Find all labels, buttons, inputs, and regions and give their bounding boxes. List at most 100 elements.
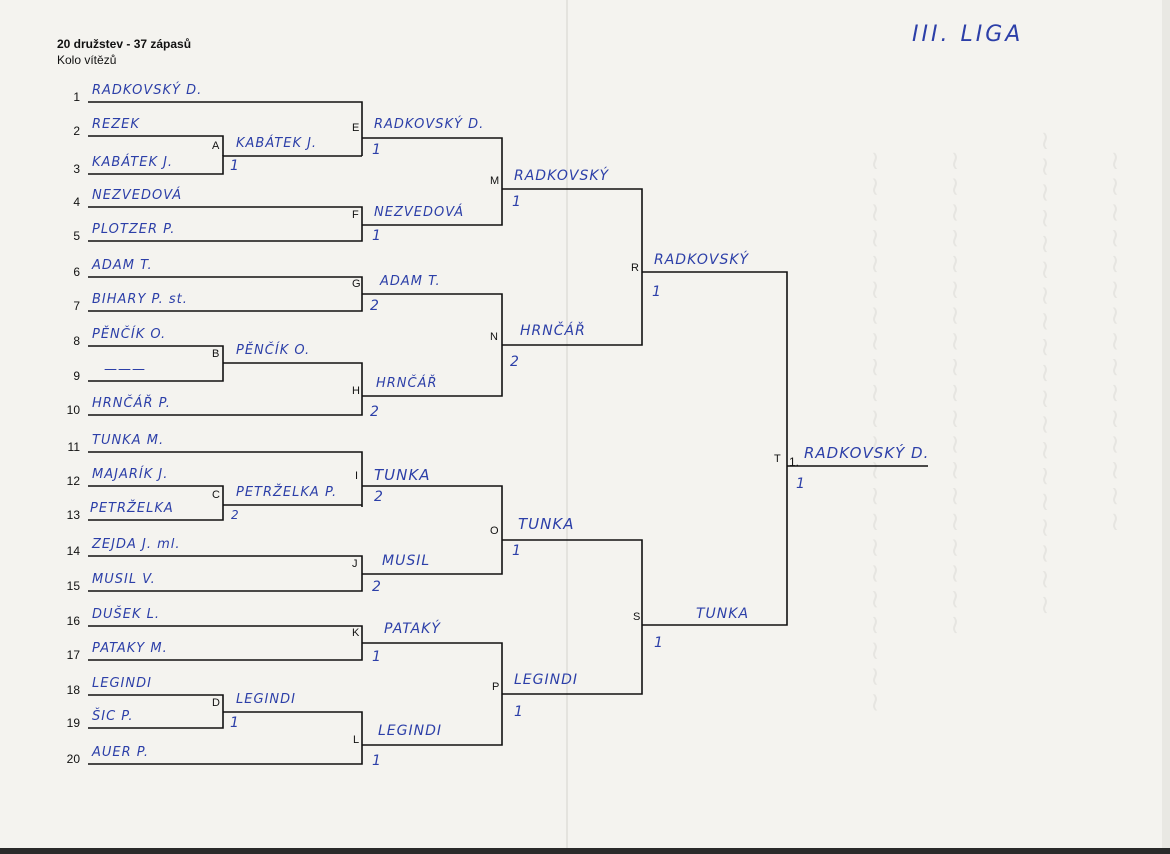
entrant-name: PĚNČÍK O. <box>92 327 167 342</box>
match-label: L <box>353 734 360 746</box>
match-winner: LEGINDI <box>378 723 443 739</box>
bracket-line <box>88 101 363 138</box>
match-label: E <box>352 122 360 134</box>
match-label: O <box>490 525 499 537</box>
entrant-name: RADKOVSKÝ D. <box>92 83 203 98</box>
entrant-name: PLOTZER P. <box>92 222 176 237</box>
match-label: G <box>352 278 361 290</box>
match-label: I <box>355 470 359 482</box>
match-label: F <box>352 209 359 221</box>
bracket-line <box>362 137 503 226</box>
match-score: 1 <box>230 158 239 174</box>
seed-number: 14 <box>66 544 80 558</box>
match-score: 2 <box>231 508 239 522</box>
match-label: T <box>774 453 781 465</box>
seed-number: 8 <box>73 334 80 348</box>
bracket-line <box>88 711 363 765</box>
entrant-name: REZEK <box>92 117 140 132</box>
match-winner: HRNČÁŘ <box>520 323 586 339</box>
match-winner: PĚNČÍK O. <box>236 343 311 358</box>
match-label: S <box>633 611 641 623</box>
match-winner: PETRŽELKA P. <box>236 485 338 500</box>
bracket-line <box>502 188 643 346</box>
entrant-name: ŠIC P. <box>92 709 134 724</box>
bracket-title: 20 družstev - 37 zápasů <box>57 37 192 51</box>
seed-number: 15 <box>66 579 80 593</box>
bracket-line <box>642 271 788 626</box>
match-winner: HRNČÁŘ <box>376 376 438 391</box>
bracket-line <box>362 485 503 575</box>
match-label: H <box>352 385 360 397</box>
seed-number: 2 <box>73 124 80 138</box>
match-score: 1 <box>796 476 805 492</box>
entrant-name: TUNKA M. <box>92 433 165 448</box>
match-label: B <box>212 348 220 360</box>
match-winner: RADKOVSKÝ D. <box>804 444 930 462</box>
entrant-name: NEZVEDOVÁ <box>92 188 183 203</box>
seed-number: 4 <box>73 195 80 209</box>
seed-number: 1 <box>73 90 80 104</box>
league-label: III. LIGA <box>912 22 1024 47</box>
seed-number: 6 <box>73 265 80 279</box>
match-winner: PATAKÝ <box>384 621 441 637</box>
match-label: R <box>631 262 639 274</box>
match-winner: MUSIL <box>382 553 431 569</box>
match-score: 2 <box>374 489 383 505</box>
paper-edge <box>1162 0 1170 854</box>
paper-fold <box>566 0 568 854</box>
seed-number: 16 <box>66 614 80 628</box>
bracket-line <box>88 135 224 156</box>
match-label: A <box>212 140 220 152</box>
bracket-subtitle: Kolo vítězů <box>57 53 117 67</box>
entrant-name: DUŠEK L. <box>92 607 161 622</box>
seed-number: 10 <box>66 403 80 417</box>
final-place: 1. <box>789 455 800 469</box>
bracket-line <box>88 206 363 242</box>
entrant-name: ZEJDA J. ml. <box>92 537 181 552</box>
match-score: 1 <box>372 228 381 244</box>
match-winner: LEGINDI <box>514 672 579 688</box>
seed-number: 9 <box>73 369 80 383</box>
entrant-name: ——— <box>104 362 146 377</box>
entrant-name: LEGINDI <box>92 676 152 691</box>
bracket-line <box>88 155 362 175</box>
match-winner: RADKOVSKÝ <box>654 252 750 268</box>
match-label: J <box>352 558 358 570</box>
seed-number: 11 <box>67 440 80 454</box>
seed-number: 20 <box>66 752 80 766</box>
match-score: 1 <box>372 142 381 158</box>
match-winner: TUNKA <box>518 515 575 533</box>
seed-number: 17 <box>66 648 80 662</box>
match-winner: LEGINDI <box>236 692 296 707</box>
match-score: 2 <box>370 404 379 420</box>
match-score: 1 <box>230 715 239 731</box>
match-score: 2 <box>370 298 379 314</box>
match-winner: RADKOVSKÝ <box>514 168 610 184</box>
seed-number: 19 <box>66 716 80 730</box>
match-label: K <box>352 627 360 639</box>
entrant-name: MAJARÍK J. <box>92 467 169 482</box>
match-winner: NEZVEDOVÁ <box>374 205 465 220</box>
match-winner: TUNKA <box>374 466 431 484</box>
seed-number: 3 <box>73 162 80 176</box>
match-label: M <box>490 175 500 187</box>
match-label: N <box>490 331 498 343</box>
match-score: 1 <box>372 649 381 665</box>
match-score: 1 <box>514 704 523 720</box>
match-score: 1 <box>512 194 521 210</box>
seed-number: 12 <box>66 474 80 488</box>
match-label: D <box>212 697 220 709</box>
bracket-line <box>502 539 643 695</box>
entrant-name: BIHARY P. st. <box>92 292 188 307</box>
match-score: 1 <box>652 284 661 300</box>
seed-number: 13 <box>66 508 80 522</box>
match-score: 1 <box>512 543 521 559</box>
match-score: 1 <box>654 635 663 651</box>
match-score: 1 <box>372 753 381 769</box>
bracket-line <box>88 362 363 416</box>
entrant-name: KABÁTEK J. <box>92 155 174 170</box>
match-winner: ADAM T. <box>380 274 441 289</box>
entrant-name: ADAM T. <box>92 258 153 273</box>
